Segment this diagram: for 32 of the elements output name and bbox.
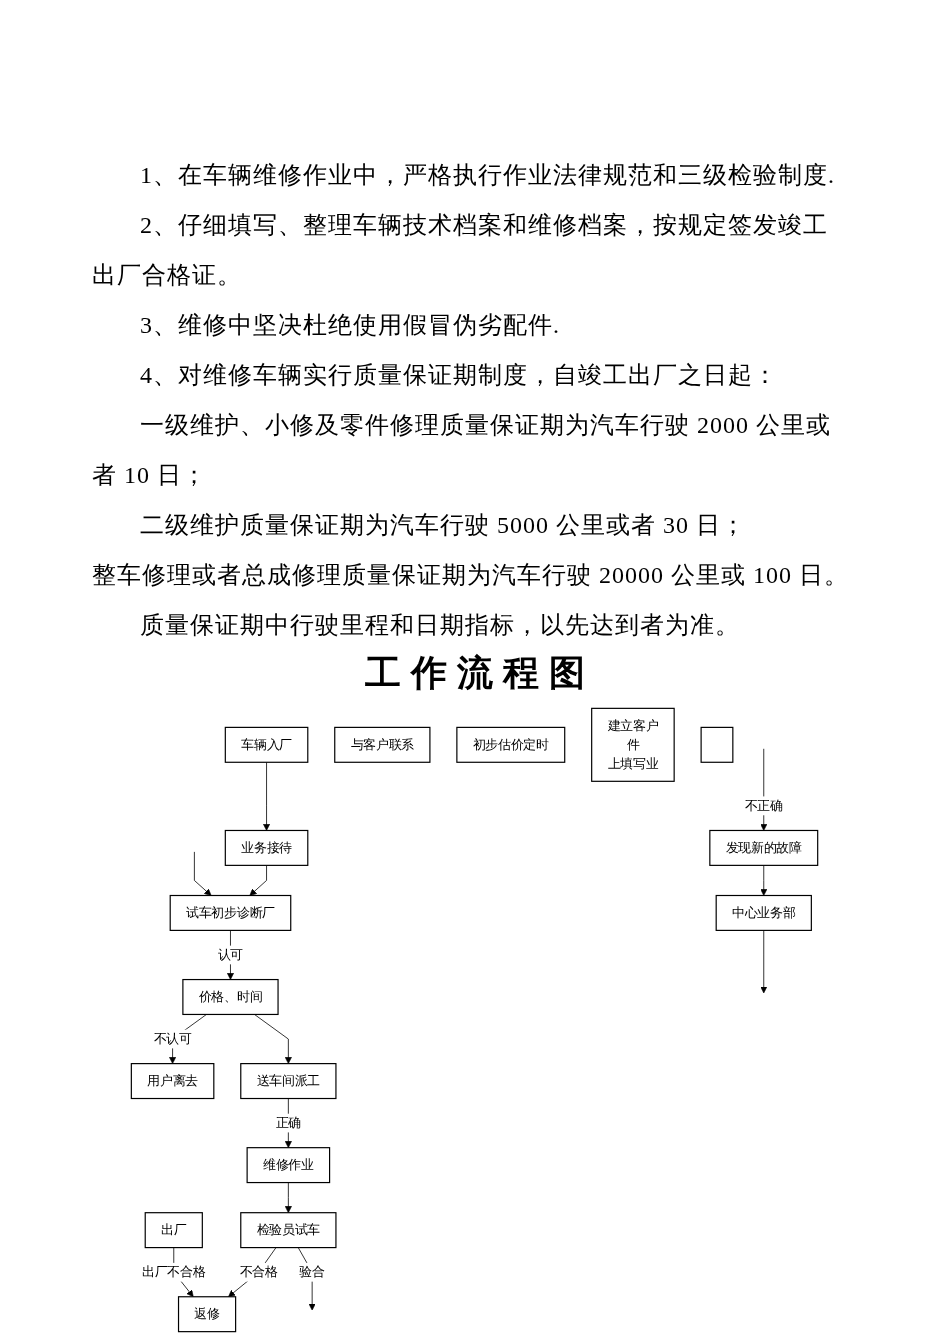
- paragraph: 4、对维修车辆实行质量保证期制度，自竣工出厂之日起：: [139, 361, 779, 390]
- edge-label: 出厂不合格: [142, 1265, 206, 1279]
- node-box: 初步估价定时: [456, 726, 566, 763]
- paragraph: 整车修理或者总成修理质量保证期为汽车行驶 20000 公里或 100 日。: [92, 561, 850, 590]
- edge-label: 验合: [299, 1265, 326, 1279]
- edge-label: 不正确: [745, 798, 784, 813]
- node-box: 中心业务部: [716, 894, 813, 931]
- node-box: 价格、时间: [182, 978, 280, 1016]
- node-box: 维修作业: [247, 1147, 331, 1184]
- edge-label: 不合格: [240, 1265, 279, 1279]
- edge-label: 正确: [276, 1115, 302, 1130]
- node-box: 业务接待: [225, 829, 309, 866]
- paragraph: 一级维护、小修及零件修理质量保证期为汽车行驶 2000 公里或者 10 日；: [92, 411, 832, 490]
- node-box: 送车间派工: [240, 1063, 337, 1100]
- node-box: 车辆入厂: [225, 726, 309, 763]
- paragraph: 2、仔细填写、整理车辆技术档案和维修档案，按规定签发竣工出厂合格证。: [92, 211, 829, 290]
- node-box: 与客户联系: [334, 726, 431, 763]
- node-box: 试车初步诊断厂: [170, 894, 292, 931]
- node-box: 建立客户 件 上填写业: [591, 707, 676, 782]
- node-box: [701, 726, 734, 763]
- paragraph: 1、在车辆维修作业中，严格执行作业法律规范和三级检验制度.: [139, 161, 836, 190]
- node-box: 发现新的故障: [709, 829, 819, 866]
- paragraph: 二级维护质量保证期为汽车行驶 5000 公里或者 30 日；: [139, 511, 747, 540]
- diagram-title: 工作流程图: [364, 652, 596, 695]
- node-box: 出厂: [145, 1212, 204, 1249]
- node-box: 用户离去: [131, 1063, 215, 1100]
- edge-label: 认可: [218, 947, 244, 962]
- node-box: 返修: [178, 1296, 237, 1333]
- paragraph: 3、维修中坚决杜绝使用假冒伪劣配件.: [139, 311, 561, 340]
- paragraph: 质量保证期中行驶里程和日期指标，以先达到者为准。: [139, 611, 741, 640]
- node-box: 检验员试车: [240, 1212, 337, 1249]
- edge-label: 不认可: [154, 1031, 193, 1046]
